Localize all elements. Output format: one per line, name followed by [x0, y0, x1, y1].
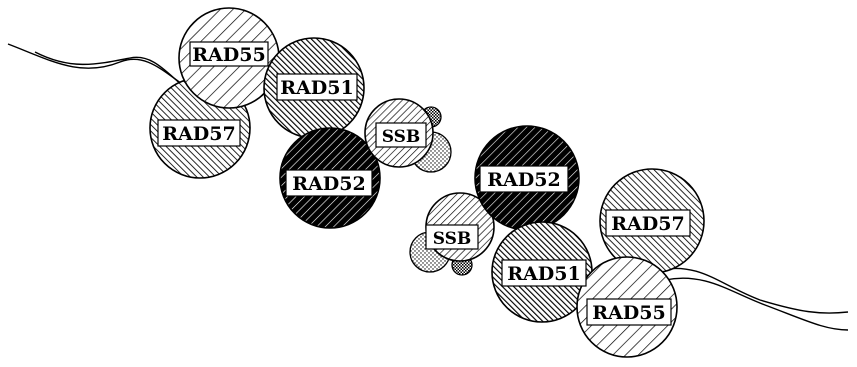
- label-rad57-right: RAD57: [606, 210, 690, 236]
- label-ssb-right: SSB: [426, 225, 478, 249]
- label-rad55-right: RAD55: [587, 299, 671, 325]
- label-rad52-left-text: RAD52: [292, 173, 365, 195]
- label-rad52-left: RAD52: [286, 170, 372, 196]
- label-rad51-right: RAD51: [502, 260, 586, 286]
- label-rad57-right-text: RAD57: [611, 213, 684, 235]
- label-rad51-right-text: RAD51: [507, 263, 580, 285]
- label-ssb-right-text: SSB: [433, 229, 472, 249]
- label-rad52-right: RAD52: [480, 166, 568, 192]
- label-ssb-left-text: SSB: [382, 127, 421, 147]
- label-rad57-left: RAD57: [158, 120, 240, 146]
- label-rad52-right-text: RAD52: [487, 169, 560, 191]
- label-rad51-left: RAD51: [277, 74, 357, 100]
- label-rad55-right-text: RAD55: [592, 302, 665, 324]
- label-rad51-left-text: RAD51: [280, 77, 353, 99]
- label-rad55-left-text: RAD55: [192, 44, 265, 66]
- label-ssb-left: SSB: [376, 123, 426, 147]
- label-rad55-left: RAD55: [190, 42, 268, 66]
- label-rad57-left-text: RAD57: [162, 123, 235, 145]
- dna-strand-right: [660, 268, 848, 330]
